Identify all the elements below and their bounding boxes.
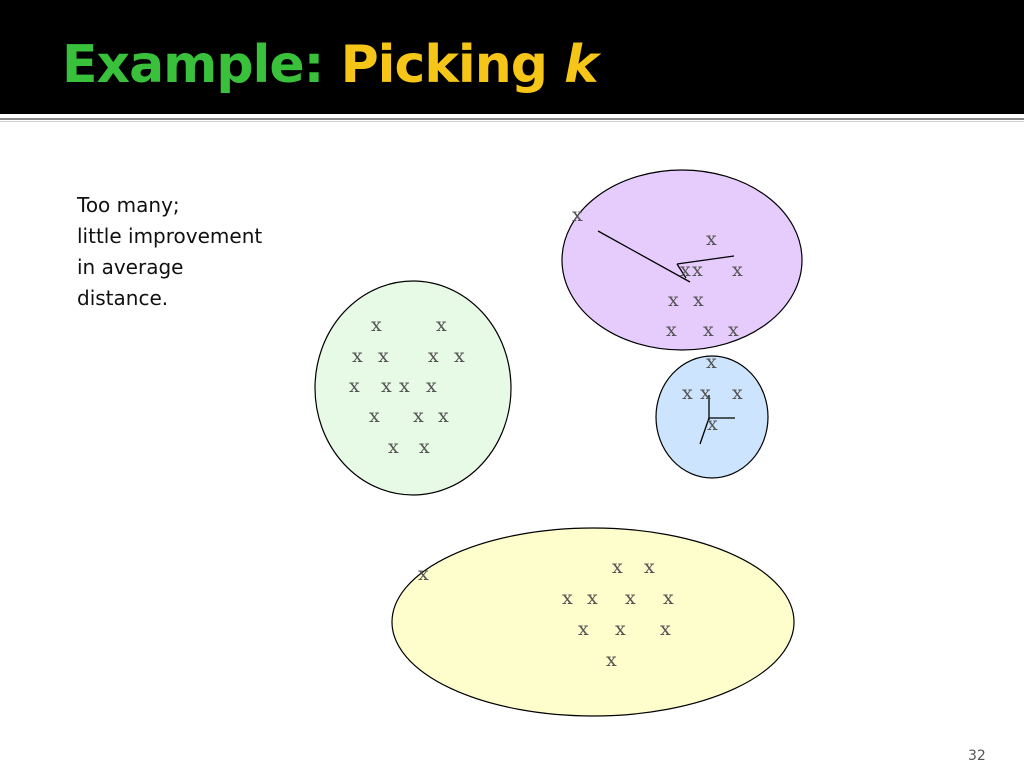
data-point-marker: x bbox=[666, 319, 677, 341]
cluster-purple bbox=[561, 169, 803, 351]
data-point-marker: x bbox=[578, 618, 589, 640]
title-word-k: k bbox=[564, 35, 599, 95]
data-point-marker: x bbox=[692, 259, 703, 281]
data-point-marker: x bbox=[349, 375, 360, 397]
data-point-marker: x bbox=[454, 345, 465, 367]
data-point-marker: x bbox=[612, 556, 623, 578]
data-point-marker: x bbox=[369, 405, 380, 427]
data-point-marker: x bbox=[700, 382, 711, 404]
data-point-marker: x bbox=[732, 259, 743, 281]
data-point-marker: x bbox=[644, 556, 655, 578]
slide-title: Example: Picking k bbox=[62, 30, 599, 100]
data-point-marker: x bbox=[606, 649, 617, 671]
data-point-marker: x bbox=[418, 563, 429, 585]
data-point-marker: x bbox=[438, 405, 449, 427]
cluster-yellow bbox=[391, 527, 795, 717]
centroid-blue bbox=[699, 395, 735, 445]
data-point-marker: x bbox=[381, 375, 392, 397]
data-point-marker: x bbox=[703, 319, 714, 341]
data-point-marker: x bbox=[660, 618, 671, 640]
data-point-marker: x bbox=[371, 314, 382, 336]
data-point-marker: x bbox=[352, 345, 363, 367]
data-point-marker: x bbox=[419, 436, 430, 458]
page-number: 32 bbox=[968, 748, 986, 764]
data-point-marker: x bbox=[413, 405, 424, 427]
data-point-marker: x bbox=[682, 382, 693, 404]
data-point-marker: x bbox=[732, 382, 743, 404]
data-point-marker: x bbox=[572, 204, 583, 226]
data-point-marker: x bbox=[707, 413, 718, 435]
annotation-line: little improvement bbox=[77, 224, 263, 248]
title-word-example: Example: bbox=[62, 35, 324, 95]
data-point-marker: x bbox=[399, 375, 410, 397]
title-divider bbox=[0, 118, 1024, 120]
data-point-marker: x bbox=[426, 375, 437, 397]
data-point-marker: x bbox=[388, 436, 399, 458]
annotation-text: Too many; little improvement in average … bbox=[77, 190, 262, 314]
centroid-purple bbox=[597, 230, 735, 283]
data-point-marker: x bbox=[706, 228, 717, 250]
data-point-marker: x bbox=[706, 351, 717, 373]
data-point-marker: x bbox=[378, 345, 389, 367]
data-point-marker: x bbox=[615, 618, 626, 640]
data-point-marker: x bbox=[668, 289, 679, 311]
data-point-marker: x bbox=[436, 314, 447, 336]
title-divider-shadow bbox=[0, 121, 1024, 122]
cluster-blue bbox=[655, 355, 769, 479]
data-point-marker: x bbox=[587, 587, 598, 609]
data-point-marker: x bbox=[562, 587, 573, 609]
annotation-line: distance. bbox=[77, 286, 169, 310]
data-point-marker: x bbox=[693, 289, 704, 311]
annotation-line: Too many; bbox=[77, 193, 180, 217]
data-point-marker: x bbox=[625, 587, 636, 609]
data-point-marker: x bbox=[428, 345, 439, 367]
title-word-picking: Picking bbox=[340, 35, 548, 95]
data-point-marker: x bbox=[663, 587, 674, 609]
title-bar: Example: Picking k bbox=[0, 0, 1024, 114]
data-point-marker: x bbox=[728, 319, 739, 341]
data-point-marker: x bbox=[680, 259, 691, 281]
annotation-line: in average bbox=[77, 255, 184, 279]
cluster-green bbox=[314, 280, 512, 496]
